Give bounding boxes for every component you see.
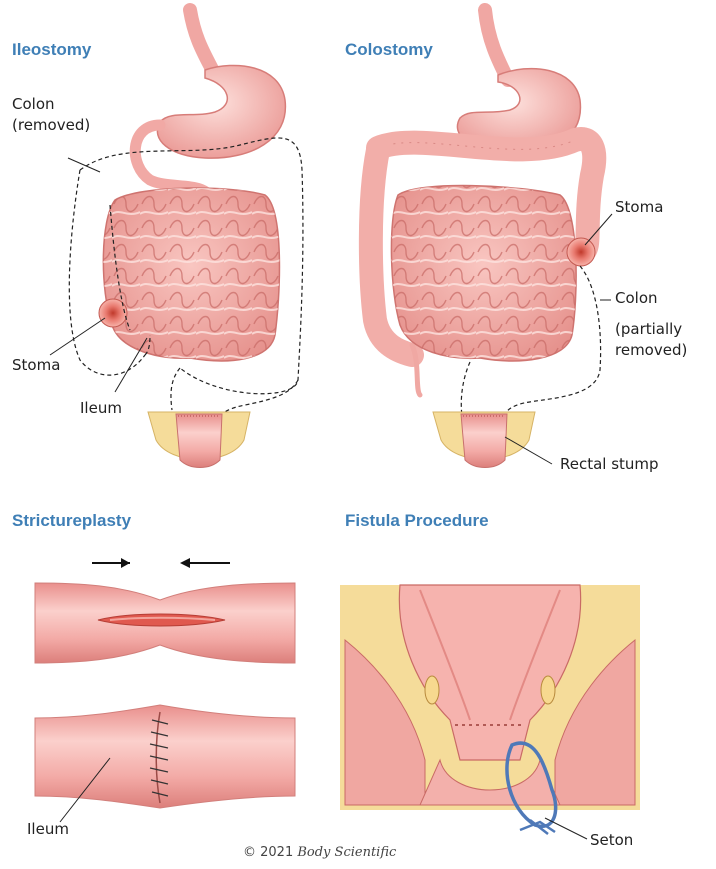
fistula-title: Fistula Procedure xyxy=(345,511,489,531)
copyright: © 2021 Body Scientific xyxy=(243,845,396,860)
copyright-text: © 2021 xyxy=(243,845,293,860)
rectal-stump-label: Rectal stump xyxy=(560,455,659,474)
colostomy-colon-note-2: removed) xyxy=(615,341,687,360)
ileostomy-ileum-label: Ileum xyxy=(80,399,122,418)
ileostomy-title: Ileostomy xyxy=(12,40,91,60)
stomach-shape xyxy=(157,65,285,158)
colostomy-stoma-shape xyxy=(567,238,595,266)
strictureplasty-figure xyxy=(35,558,295,822)
colostomy-title: Colostomy xyxy=(345,40,433,60)
strictureplasty-title: Strictureplasty xyxy=(12,511,131,531)
compression-arrows xyxy=(92,558,230,568)
seton-label: Seton xyxy=(590,831,633,850)
ileostomy-colon-label: Colon xyxy=(12,95,55,114)
fistula-figure xyxy=(340,585,640,839)
ileostomy-stoma-label: Stoma xyxy=(12,356,60,375)
ileostomy-colon-note: (removed) xyxy=(12,116,90,135)
colostomy-colon-note-1: (partially xyxy=(615,320,682,339)
strictureplasty-ileum-label: Ileum xyxy=(27,820,69,839)
colostomy-stoma-label: Stoma xyxy=(615,198,663,217)
colostomy-colon-label: Colon xyxy=(615,289,658,308)
brand-logo: Body Scientific xyxy=(297,845,396,860)
colostomy-figure xyxy=(371,10,612,468)
repaired-bowel-shape xyxy=(35,705,295,808)
